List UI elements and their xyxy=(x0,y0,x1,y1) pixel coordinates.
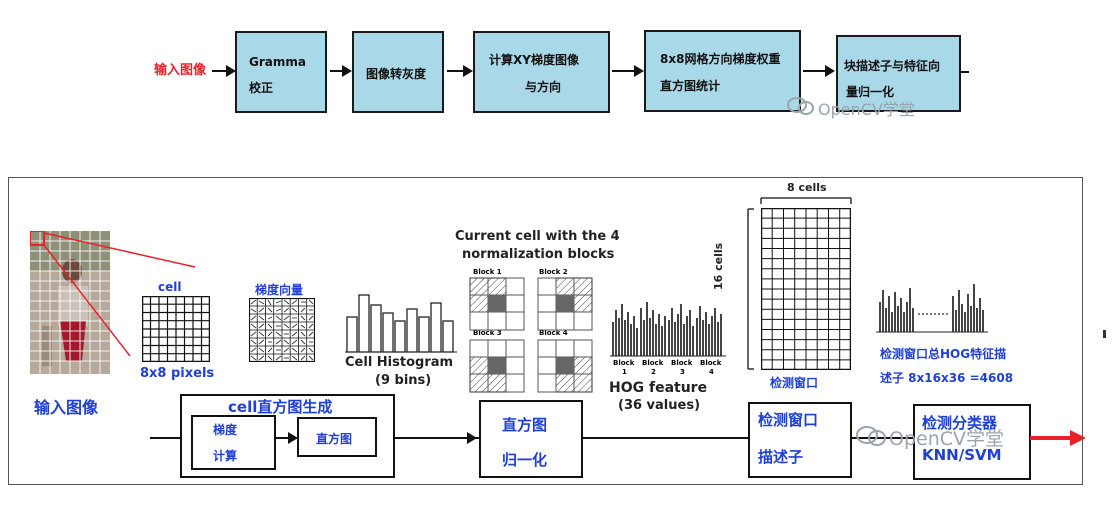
wechat-icon-bottom xyxy=(856,426,886,446)
detection-window-label: 检测窗口 xyxy=(770,376,819,390)
current-cell-title-2: normalization blocks xyxy=(462,247,615,262)
flow-arrow-4 xyxy=(612,65,644,77)
gradient-vector-grid xyxy=(249,298,315,362)
values-label: (36 values) xyxy=(618,398,701,413)
hog-axis-num-2: 2 xyxy=(651,368,656,376)
wechat-icon xyxy=(787,97,814,115)
nine-bins-label: (9 bins) xyxy=(375,373,432,388)
block-label-4: Block 4 xyxy=(539,329,568,337)
cell-hist-gen-label: cell直方图生成 xyxy=(228,398,333,416)
gradient-vector-label: 梯度向量 xyxy=(255,283,304,297)
hog-axis-num-3: 3 xyxy=(680,368,685,376)
hist-norm-line1: 直方图 xyxy=(502,416,548,434)
input-image-photo xyxy=(30,231,110,374)
cell-histogram-label: Cell Histogram xyxy=(345,355,454,370)
block-label-1: Block 1 xyxy=(473,268,502,276)
current-cell-title-1: Current cell with the 4 xyxy=(455,229,620,244)
flow-box-gamma: Gramma 校正 xyxy=(235,31,327,113)
total-hog-bars xyxy=(876,284,988,333)
hog-axis-block-4: Block xyxy=(700,359,722,367)
flow-arrow-1 xyxy=(212,65,236,77)
gradient-calc-line2: 计算 xyxy=(213,449,238,463)
cell-to-norm-arrow xyxy=(395,432,477,444)
window-desc-line2: 描述子 xyxy=(758,448,804,466)
hist-norm-line2: 归一化 xyxy=(502,451,548,469)
block-label-3: Block 3 xyxy=(473,329,502,337)
flow-input-label: 输入图像 xyxy=(154,63,207,78)
output-red-arrow xyxy=(1030,430,1086,446)
pipeline-baseline xyxy=(150,437,1080,439)
hog-axis-block-1: Block xyxy=(613,359,635,367)
cell-label: cell xyxy=(158,280,182,294)
hog-axis-num-1: 1 xyxy=(622,368,627,376)
cells-8-label: 8 cells xyxy=(787,181,827,194)
window-desc-line1: 检测窗口 xyxy=(758,411,819,429)
flow-arrow-5 xyxy=(803,65,835,77)
total-hog-label-2: 述子 8x16x36 =4608 xyxy=(880,371,1014,385)
detection-window-grid xyxy=(761,208,851,370)
gradient-calc-line1: 梯度 xyxy=(213,423,238,437)
cell-grid xyxy=(142,296,210,362)
hog-axis-block-3: Block xyxy=(671,359,693,367)
gradient-calc-box xyxy=(191,415,276,470)
flow-arrow-3 xyxy=(447,65,473,77)
cell-histogram-bars xyxy=(345,294,457,353)
hog-axis-block-2: Block xyxy=(642,359,664,367)
classifier-line2: KNN/SVM xyxy=(922,446,1002,464)
cells-16-label: 16 cells xyxy=(712,242,725,290)
flow-box-gradient: 计算XY梯度图像 与方向 xyxy=(473,31,610,113)
hog-feature-bars xyxy=(610,302,726,357)
cell-pixels-label: 8x8 pixels xyxy=(140,366,215,381)
watermark-bottom: OpenCV学堂 xyxy=(889,428,1005,450)
gradient-to-hist-arrow xyxy=(276,432,298,444)
total-hog-label-1: 检测窗口总HOG特征描 xyxy=(880,347,1007,361)
cells-16-bracket xyxy=(747,208,754,370)
block-label-2: Block 2 xyxy=(539,268,568,276)
window-desc-box xyxy=(748,402,852,478)
hog-feature-label: HOG feature xyxy=(609,380,708,396)
watermark-top: OpenCV学堂 xyxy=(818,100,915,119)
classifier-box xyxy=(913,404,1031,480)
input-image-label: 输入图像 xyxy=(34,398,99,417)
flow-box-histogram: 8x8网格方向梯度权重 直方图统计 xyxy=(644,30,801,112)
flow-box-grayscale: 图像转灰度 xyxy=(352,31,444,113)
flow-box-block-norm: 块描述子与特征向 量归一化 xyxy=(836,35,961,112)
normalization-blocks xyxy=(469,277,593,393)
histogram-box xyxy=(297,417,377,457)
cells-8-bracket xyxy=(760,197,852,204)
hog-axis-num-4: 4 xyxy=(709,368,714,376)
hist-norm-box xyxy=(479,400,583,478)
edge-mark xyxy=(1103,330,1106,338)
classifier-line1: 检测分类器 xyxy=(922,414,998,432)
flow-tail-line xyxy=(961,71,969,73)
flow-arrow-2 xyxy=(330,65,352,77)
histogram-box-label: 直方图 xyxy=(316,432,353,446)
zoom-lines xyxy=(43,232,196,357)
